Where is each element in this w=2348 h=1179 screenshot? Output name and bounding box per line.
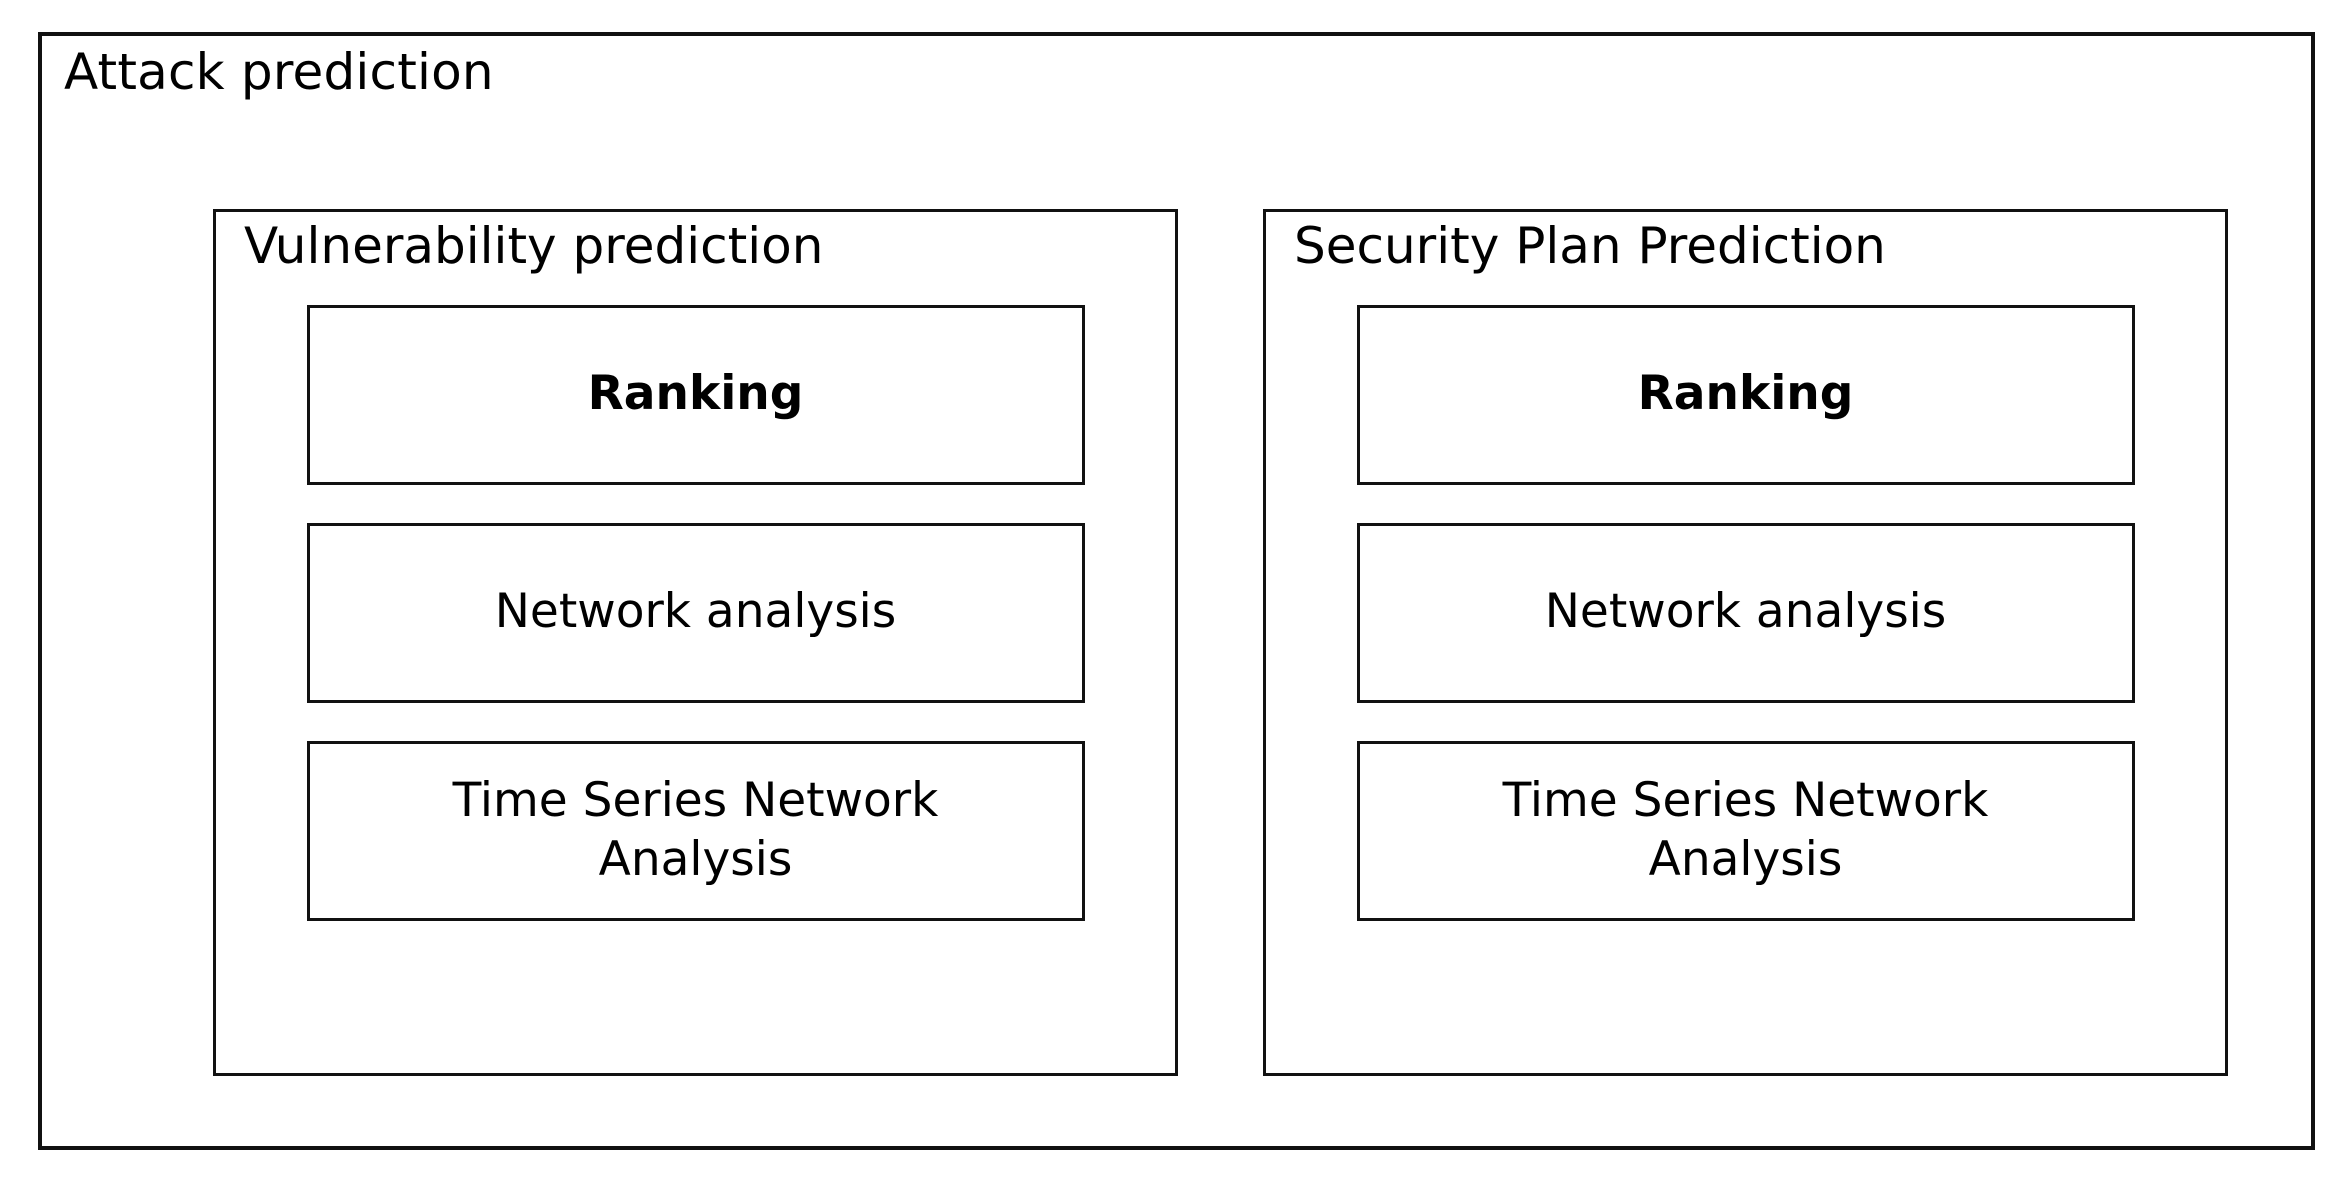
- item-label-ranking: Ranking: [1637, 366, 1854, 422]
- panel-security-plan-prediction: Security Plan Prediction Ranking Network…: [1263, 209, 2228, 1076]
- panel-vulnerability-prediction: Vulnerability prediction Ranking Network…: [213, 209, 1178, 1076]
- panels-row: Vulnerability prediction Ranking Network…: [213, 209, 2228, 1076]
- item-box-ranking-vulnerability: Ranking: [306, 304, 1085, 485]
- item-label-network-analysis: Network analysis: [1544, 584, 1947, 640]
- item-box-ranking-security-plan: Ranking: [1356, 304, 2135, 485]
- item-box-time-series-network-analysis-security-plan: Time Series Network Analysis: [1356, 740, 2135, 921]
- panel-items-vulnerability-prediction: Ranking Network analysis Time Series Net…: [306, 304, 1085, 921]
- panel-title-security-plan-prediction: Security Plan Prediction: [1294, 217, 1886, 275]
- item-label-network-analysis: Network analysis: [494, 584, 897, 640]
- item-box-time-series-network-analysis-vulnerability: Time Series Network Analysis: [306, 740, 1085, 921]
- item-label-time-series-network-analysis: Time Series Network Analysis: [1502, 772, 1989, 887]
- item-box-network-analysis-security-plan: Network analysis: [1356, 522, 2135, 703]
- panel-items-security-plan-prediction: Ranking Network analysis Time Series Net…: [1356, 304, 2135, 921]
- item-box-network-analysis-vulnerability: Network analysis: [306, 522, 1085, 703]
- item-label-time-series-network-analysis: Time Series Network Analysis: [452, 772, 939, 887]
- diagram-title: Attack prediction: [64, 43, 494, 101]
- panel-title-vulnerability-prediction: Vulnerability prediction: [244, 217, 824, 275]
- item-label-ranking: Ranking: [587, 366, 804, 422]
- attack-prediction-container: Attack prediction Vulnerability predicti…: [38, 32, 2315, 1150]
